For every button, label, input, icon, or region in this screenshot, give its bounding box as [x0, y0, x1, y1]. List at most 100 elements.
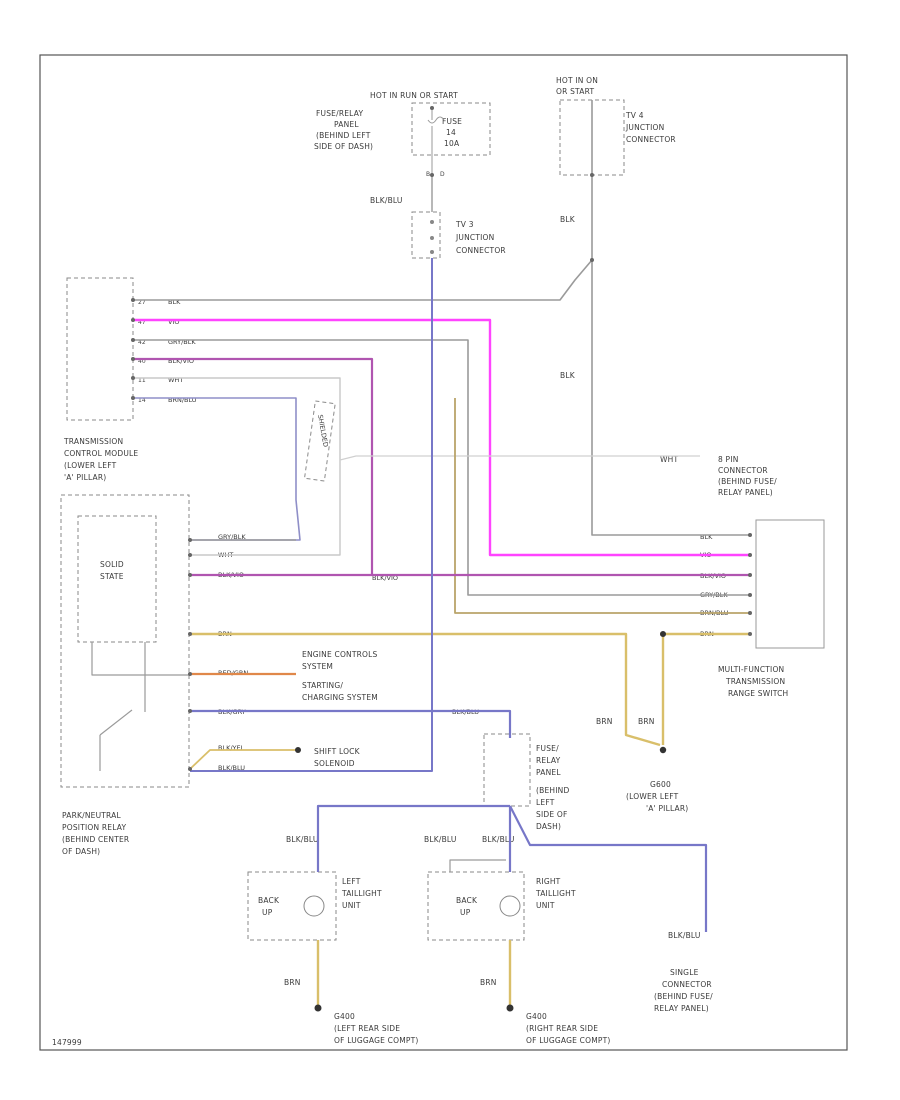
- tv3-label-1: TV 3: [455, 220, 474, 229]
- connector-node-10: [188, 672, 192, 676]
- tv3-label-2: JUNCTION: [455, 233, 494, 242]
- fuse-relay-panel-bottom-box: [483, 733, 531, 807]
- engine-controls-label-2: SYSTEM: [302, 662, 333, 671]
- fuse-panel-bottom-label-4: (BEHIND: [536, 786, 569, 795]
- fuse-panel-top-label-1: FUSE/RELAY: [316, 109, 363, 118]
- pnp-relay-box: [60, 494, 190, 788]
- connector-node-7: [188, 553, 192, 557]
- shielded-box: [303, 400, 336, 482]
- fuse-14-label-3: 10A: [444, 139, 460, 148]
- connector-node-1: [131, 318, 135, 322]
- tcm-label-3: (LOWER LEFT: [64, 461, 117, 470]
- wire-blk-vio-tcm-40: [133, 357, 374, 575]
- left-tail-label-3: UNIT: [342, 901, 361, 910]
- tv3-pin-1: [430, 220, 434, 224]
- fuse-panel-bottom-label-2: RELAY: [536, 756, 561, 765]
- tcm-wire-label-blk: BLK: [168, 298, 181, 306]
- fuse-panel-bottom-label: FUSE/ RELAY PANEL (BEHIND LEFT SIDE OF D…: [536, 744, 569, 831]
- connector-node-4: [131, 376, 135, 380]
- connector-node-12: [188, 767, 192, 771]
- mfs-label-3: RANGE SWITCH: [728, 689, 788, 698]
- brn-label-left-tail: BRN: [284, 978, 301, 987]
- wire-wht-tcm-11: [133, 377, 341, 556]
- pnp-label-1: PARK/NEUTRAL: [62, 811, 121, 820]
- left-backup-label-2: UP: [262, 908, 273, 917]
- blk-blu-label-top: BLK/BLU: [370, 196, 403, 205]
- blk-label-vertical-2: BLK: [560, 371, 576, 380]
- wire-blk-tcm-27: [133, 259, 593, 301]
- tv3-label-3: CONNECTOR: [456, 246, 506, 255]
- solid-state-box: [77, 515, 157, 643]
- connector-node-15: [748, 573, 752, 577]
- fuse-panel-top-label-4: SIDE OF DASH): [314, 142, 373, 151]
- connector-8pin-label-3: (BEHIND FUSE/: [718, 477, 777, 486]
- tcm-wire-labels: BLK VIO GRY/BLK BLK/VIO WHT BRN/BLU: [168, 298, 197, 404]
- left-tail-label-1: LEFT: [342, 877, 361, 886]
- solid-state-label-2: STATE: [100, 572, 124, 581]
- connector-8pin-label-2: CONNECTOR: [718, 466, 768, 475]
- shift-lock-node: [295, 747, 301, 753]
- blk-blu-label-right-tail: BLK/BLU: [482, 835, 515, 844]
- ground-left-label-1: G400: [334, 1012, 355, 1021]
- left-tail-label-2: TAILLIGHT: [341, 889, 382, 898]
- single-connector-label-3: (BEHIND FUSE/: [654, 992, 713, 1001]
- pnp-label-3: (BEHIND CENTER: [62, 835, 129, 844]
- pnp-wire-blk-yel: BLK/YEL: [218, 744, 245, 752]
- connector-node-21: [590, 173, 594, 177]
- mfs-label-1: MULTI-FUNCTION: [718, 665, 784, 674]
- hot-in-on-label-1: HOT IN ON: [556, 76, 598, 85]
- wire-mid-tail: [449, 859, 506, 872]
- ground-lower-left-node: [659, 746, 667, 754]
- tcm-pin-40: 40: [138, 358, 146, 365]
- blk-blu-label-right: BLK/BLU: [668, 931, 701, 940]
- g-lower-left-label-3: 'A' PILLAR): [646, 804, 688, 813]
- tv4-label-1: TV 4: [625, 111, 644, 120]
- wht-label-8pin: WHT: [660, 455, 678, 464]
- mfs-brn-node: [660, 631, 666, 637]
- hot-in-on-label-2: OR START: [556, 87, 594, 96]
- wire-blk-yel-pnp: [189, 749, 296, 770]
- mfs-label-2: TRANSMISSION: [725, 677, 785, 686]
- single-connector-label-1: SINGLE: [670, 968, 699, 977]
- ground-right-label-2: (RIGHT REAR SIDE: [526, 1024, 598, 1033]
- right-backup-label-2: UP: [460, 908, 471, 917]
- mfs-wire-labels: BLK VIO BLK/VIO GRY/BLK BRN/BLU BRN: [700, 533, 729, 638]
- tcm-wire-label-gry-blk: GRY/BLK: [168, 338, 196, 346]
- fuse-panel-top-label-3: (BEHIND LEFT: [316, 131, 371, 140]
- blk-label-vertical-1: BLK: [560, 215, 576, 224]
- fuse-14-label-2: 14: [446, 128, 456, 137]
- nodes: [131, 106, 752, 1012]
- ground-right-rear-node: [506, 1004, 514, 1012]
- connector-node-9: [188, 632, 192, 636]
- connector-node-18: [748, 632, 752, 636]
- fuse-panel-top-label-2: PANEL: [334, 120, 359, 129]
- tv4-label-3: CONNECTOR: [626, 135, 676, 144]
- left-backup-label-1: BACK: [258, 896, 280, 905]
- pnp-label-4: OF DASH): [62, 847, 100, 856]
- connector-node-0: [131, 298, 135, 302]
- wire-vio-tcm-47: [133, 318, 750, 557]
- connector-node-11: [188, 709, 192, 713]
- tv3-pin-3: [430, 250, 434, 254]
- pnp-wire-gry-blk: GRY/BLK: [218, 533, 246, 541]
- wires: [91, 100, 750, 1005]
- tcm-pin-14: 14: [138, 397, 146, 404]
- right-tail-label-3: UNIT: [536, 901, 555, 910]
- wire-blk-blu-single-conn: [509, 805, 708, 932]
- solid-state-label-1: SOLID: [100, 560, 124, 569]
- connector-node-16: [748, 593, 752, 597]
- wire-blk-blu-left-tail: [316, 804, 510, 872]
- hot-run-start-label: HOT IN RUN OR START: [370, 91, 458, 100]
- mfs-wire-blk: BLK: [700, 533, 713, 541]
- brn-label-right-tail: BRN: [480, 978, 497, 987]
- brn-label-mfs-1: BRN: [596, 717, 613, 726]
- right-taillight-box: [427, 871, 525, 941]
- pnp-wire-blk-blu: BLK/BLU: [218, 764, 245, 772]
- engine-controls-label-4: CHARGING SYSTEM: [302, 693, 378, 702]
- wire-blk-gry-pnp: [190, 709, 512, 738]
- fuse-14-symbol: [427, 108, 445, 175]
- blk-blu-label-left: BLK/BLU: [286, 835, 319, 844]
- tcm-pins: 27 47 42 40 11 14: [138, 299, 146, 404]
- tcm-wire-label-vio: VIO: [168, 318, 179, 326]
